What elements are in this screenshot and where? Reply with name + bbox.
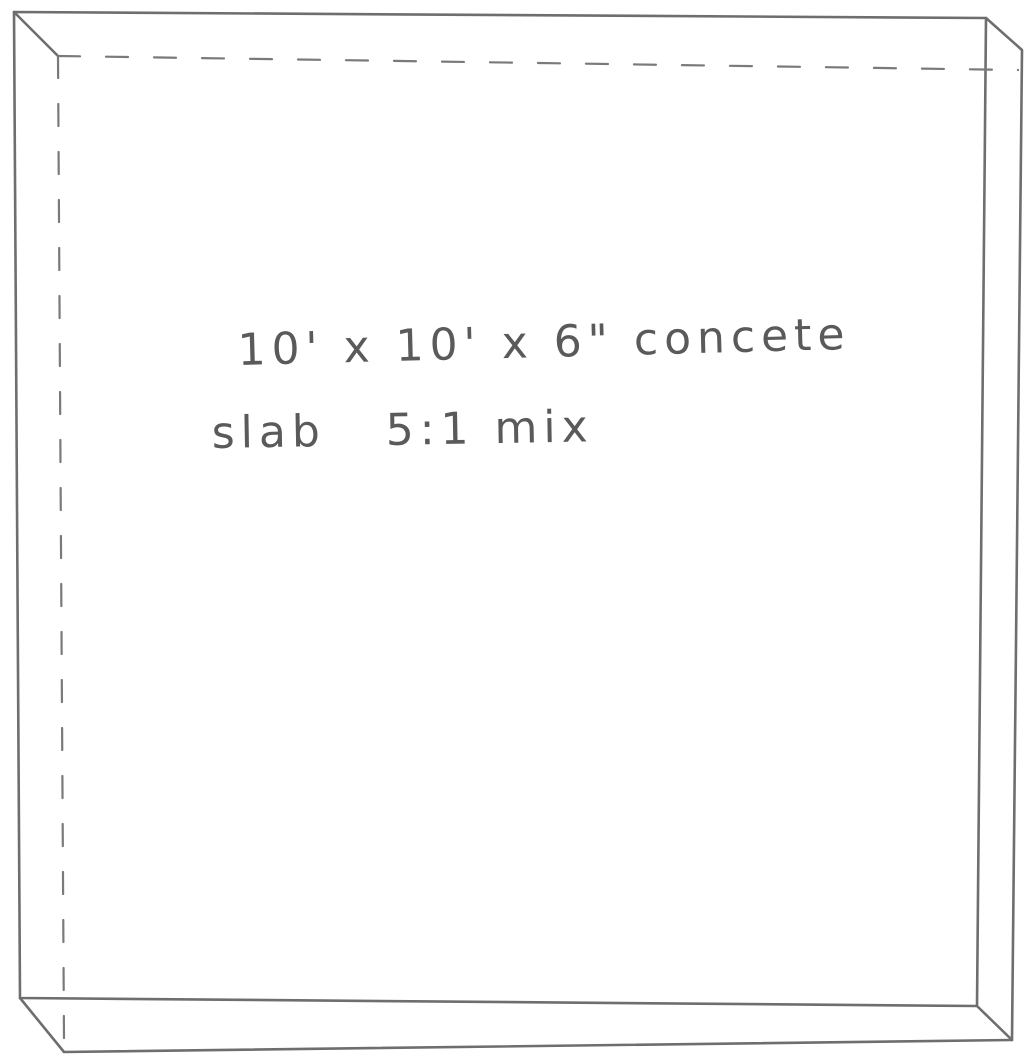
slab-bottom-side-edge [18, 996, 1014, 1054]
slab-dimension-label: 10' x 10' x 6" concete [237, 309, 851, 376]
hidden-top-edge [56, 54, 1020, 72]
slab-corner-diagonal [12, 10, 60, 58]
hidden-left-edge [56, 54, 66, 1042]
slab-right-side-edge [975, 16, 1024, 1042]
slab-mix-label: slab 5:1 mix [211, 401, 594, 459]
slab-front-face-outline [12, 10, 988, 1008]
